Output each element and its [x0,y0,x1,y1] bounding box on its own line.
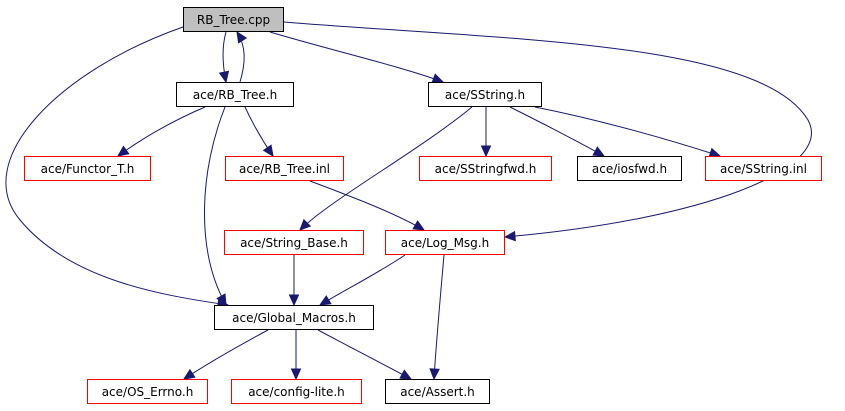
edge-rb_tree_inl-to-log_msg_h [309,180,425,231]
edge-global_macros_h-to-assert_h [317,329,412,380]
arrowhead-sstring_h-to-iosfwd_h [592,146,606,157]
edge-global_macros_h-to-os_errno_h [183,329,269,380]
arrowhead-global_macros_h-to-config_lite_h [290,368,302,381]
arrowhead-rb_tree_inl-to-log_msg_h [412,220,426,231]
edge-rb_tree_cpp-to-log_msg_h [283,21,812,238]
node-rb-tree-cpp: RB_Tree.cpp [183,7,284,32]
node-functor-t-h[interactable]: ace/Functor_T.h [24,156,151,181]
node-string-base-h[interactable]: ace/String_Base.h [224,230,364,255]
arrowhead-global_macros_h-to-os_errno_h [182,368,196,380]
node-sstring-inl[interactable]: ace/SString.inl [705,156,822,181]
arrowhead-global_macros_h-to-assert_h [399,369,413,380]
edge-sstring_h-to-string_base_h [299,106,473,231]
node-assert-h[interactable]: ace/Assert.h [385,379,490,404]
arrowhead-log_msg_h-to-assert_h [429,368,440,381]
edge-rb_tree_cpp-to-global_macros_h [5,26,229,306]
arrowhead-rb_tree_cpp-to-log_msg_h [503,230,516,242]
arrowhead-rb_tree_h-to-functor_t_h [117,145,130,157]
arrowhead-sstring_h-to-sstringfwd_h [480,145,492,158]
node-os-errno-h[interactable]: ace/OS_Errno.h [87,379,208,404]
node-iosfwd-h[interactable]: ace/iosfwd.h [577,156,682,181]
edge-sstring_h-to-iosfwd_h [509,106,605,157]
edge-sstring_h-to-sstring_inl [534,106,721,157]
edge-log_msg_h-to-assert_h [433,254,445,380]
edge-log_msg_h-to-global_macros_h [319,254,406,306]
node-config-lite-h[interactable]: ace/config-lite.h [231,379,362,404]
node-sstringfwd-h[interactable]: ace/SStringfwd.h [419,156,552,181]
arrowhead-log_msg_h-to-global_macros_h [318,295,332,306]
arrowhead-rb_tree_cpp-to-rb_tree_h [218,70,230,84]
edge-rb_tree_h-to-global_macros_h [203,106,227,306]
arrowhead-rb_tree_h-to-rb_tree_cpp [236,30,248,44]
arrowhead-string_base_h-to-global_macros_h [288,294,300,307]
node-rb-tree-inl[interactable]: ace/RB_Tree.inl [225,156,344,181]
node-sstring-h[interactable]: ace/SString.h [428,82,542,107]
arrowhead-rb_tree_h-to-global_macros_h [216,293,227,307]
node-rb-tree-h[interactable]: ace/RB_Tree.h [176,82,294,107]
arrowhead-rb_tree_h-to-rb_tree_inl [262,144,274,158]
edge-rb_tree_cpp-to-sstring_h [269,31,444,83]
node-global-macros-h[interactable]: ace/Global_Macros.h [214,305,374,330]
edge-rb_tree_h-to-functor_t_h [117,106,206,157]
arrowhead-sstring_h-to-string_base_h [299,218,312,231]
node-log-msg-h[interactable]: ace/Log_Msg.h [385,230,505,255]
